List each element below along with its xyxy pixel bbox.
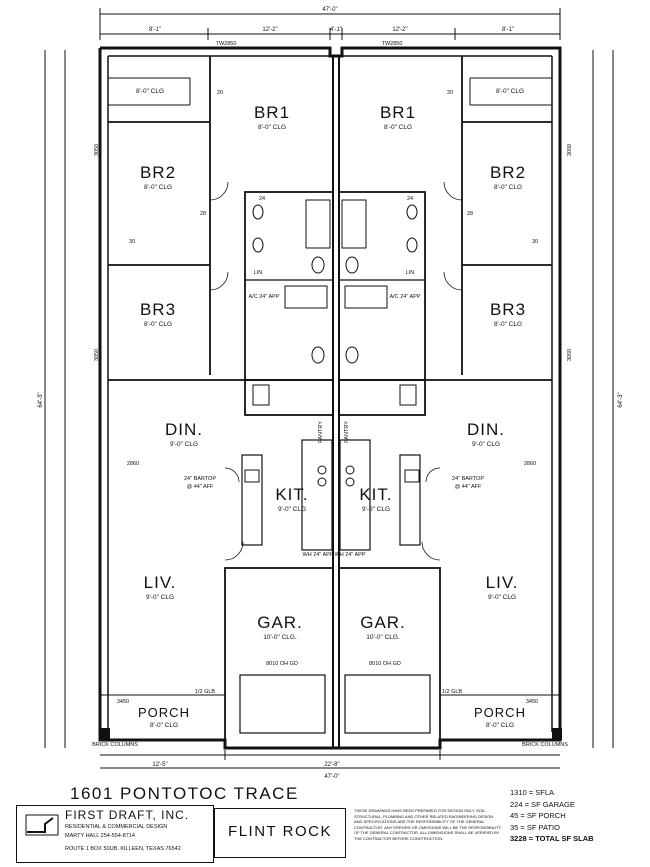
din-window-right: 2860	[524, 461, 536, 467]
room-din-right: DIN.	[467, 420, 505, 439]
room-liv-left: LIV.	[144, 573, 177, 592]
clg-br3-left: 8'-0" CLG	[144, 321, 172, 328]
clg-br2-right: 8'-0" CLG	[494, 184, 522, 191]
porch-window-left: 3450	[117, 699, 129, 705]
closet-br1-right: 20	[447, 90, 453, 96]
room-kit-right: KIT.	[359, 485, 392, 504]
area-line: 1310 = SFLA	[510, 788, 554, 797]
window-br2-left: 3050	[94, 144, 100, 156]
clg-closet-left: 8'-0" CLG	[136, 88, 164, 95]
room-liv-right: LIV.	[486, 573, 519, 592]
clg-gar-left: 10'-0" CLG.	[263, 634, 297, 641]
door-br2-left: 28	[200, 211, 206, 217]
room-kit-left: KIT.	[275, 485, 308, 504]
project-address: 1601 PONTOTOC TRACE	[70, 784, 299, 803]
dim-bottom-left: 12'-5"	[152, 762, 167, 768]
bartop-aff-right: @ 44" AFF	[455, 484, 482, 490]
company-title-block: FIRST DRAFT, INC. RESIDENTIAL & COMMERCI…	[16, 805, 214, 863]
linen-right: LIN	[406, 270, 415, 276]
dim-top-mid-left: 12'-2"	[262, 27, 277, 33]
clg-kit-left: 9'-0" CLG	[278, 506, 306, 513]
area-line: 224 = SF GARAGE	[510, 799, 575, 809]
dim-bottom-total: 47'-0"	[324, 774, 339, 780]
company-name: FIRST DRAFT, INC.	[65, 808, 190, 822]
clg-br1-right: 8'-0" CLG	[384, 124, 412, 131]
porch-window-right: 3450	[526, 699, 538, 705]
room-porch-right: PORCH	[474, 705, 526, 720]
dim-overall-depth: 64'-3"	[38, 392, 44, 407]
linen-left: LIN	[254, 270, 263, 276]
plan-name-block: FLINT ROCK	[214, 808, 346, 858]
window-br3-right: 3050	[567, 349, 573, 361]
area-line: 35 = SF PATIO	[510, 822, 560, 832]
dim-top-left: 8'-1"	[149, 27, 161, 33]
bartop-right: 24" BARTOP	[452, 476, 484, 482]
pantry-right: PANTRY	[344, 421, 350, 443]
window-br3-left: 3050	[94, 349, 100, 361]
clg-closet-right: 8'-0" CLG	[496, 88, 524, 95]
brick-columns-right: BRICK COLUMNS	[522, 742, 568, 748]
clg-br1-left: 8'-0" CLG	[258, 124, 286, 131]
clg-din-right: 9'-0" CLG	[472, 441, 500, 448]
brick-columns-left: BRICK COLUMNS	[92, 742, 138, 748]
room-din-left: DIN.	[165, 420, 203, 439]
company-contact: MARTY HALL 254-554-8714	[65, 833, 135, 839]
company-tagline: RESIDENTIAL & COMMERCIAL DESIGN	[65, 824, 168, 830]
bartop-left: 24" BARTOP	[184, 476, 216, 482]
window-top-right: TW2850	[382, 41, 403, 47]
window-top-left: TW2850	[216, 41, 237, 47]
water-heater-left: WH 24" APP	[303, 552, 334, 558]
disclaimer-text: THESE DRAWINGS HAVE BEEN PREPARED FOR DE…	[354, 808, 502, 841]
room-br3-left: BR3	[140, 300, 176, 319]
dim-overall-width: 47'-0"	[322, 7, 337, 13]
garage-door-left: 8010 OH GD	[266, 661, 298, 667]
room-br3-right: BR3	[490, 300, 526, 319]
glb-right: 1/2 GLB	[442, 689, 463, 695]
clg-liv-left: 9'-0" CLG	[146, 594, 174, 601]
door-bath-right: 24	[407, 196, 413, 202]
room-gar-right: GAR.	[360, 613, 406, 632]
ac-left: A/C 24" APP	[249, 294, 280, 300]
clg-liv-right: 9'-0" CLG	[488, 594, 516, 601]
clg-gar-right: 10'-0" CLG.	[366, 634, 400, 641]
closet-br2-left: 30	[129, 239, 135, 245]
ac-right: A/C 24" APP	[390, 294, 421, 300]
room-porch-left: PORCH	[138, 705, 190, 720]
bartop-aff-left: @ 44" AFF	[187, 484, 214, 490]
area-summary: 1310 = SFLA 224 = SF GARAGE 45 = SF PORC…	[510, 787, 594, 845]
dim-right-depth: 64'-3"	[618, 392, 624, 407]
room-br1-left: BR1	[254, 103, 290, 122]
room-br2-left: BR2	[140, 163, 176, 182]
window-br2-right: 3050	[567, 144, 573, 156]
clg-porch-left: 8'-0" CLG	[150, 722, 178, 729]
dim-top-right: 8'-1"	[502, 27, 514, 33]
room-gar-left: GAR.	[257, 613, 303, 632]
clg-din-left: 9'-0" CLG	[170, 441, 198, 448]
company-logo-icon	[25, 814, 59, 836]
dim-bottom-mid: 22'-8"	[324, 762, 339, 768]
closet-br1-left: 20	[217, 90, 223, 96]
room-br1-right: BR1	[380, 103, 416, 122]
floor-plan: 47'-0" 8'-1" 12'-2" 4'-1" 12'-2" 8'-1" 1…	[38, 7, 624, 780]
door-bath-left: 24	[259, 196, 265, 202]
area-total: 3228 = TOTAL SF SLAB	[510, 834, 594, 843]
area-line: 45 = SF PORCH	[510, 811, 566, 820]
din-window-left: 2860	[127, 461, 139, 467]
clg-br2-left: 8'-0" CLG	[144, 184, 172, 191]
company-address: ROUTE 1 BOX 50UB, KILLEEN, TEXAS 76542	[65, 846, 181, 852]
dim-top-center: 4'-1"	[330, 27, 342, 33]
room-br2-right: BR2	[490, 163, 526, 182]
clg-kit-right: 9'-0" CLG	[362, 506, 390, 513]
water-heater-right: WH 24" APP	[335, 552, 366, 558]
glb-left: 1/2 GLB	[195, 689, 216, 695]
pantry-left: PANTRY	[318, 421, 324, 443]
garage-door-right: 8010 OH GD	[369, 661, 401, 667]
door-br2-right: 28	[467, 211, 473, 217]
closet-br2-right: 30	[532, 239, 538, 245]
plan-name: FLINT ROCK	[228, 823, 332, 840]
clg-porch-right: 8'-0" CLG	[486, 722, 514, 729]
clg-br3-right: 8'-0" CLG	[494, 321, 522, 328]
dim-top-mid-right: 12'-2"	[392, 27, 407, 33]
